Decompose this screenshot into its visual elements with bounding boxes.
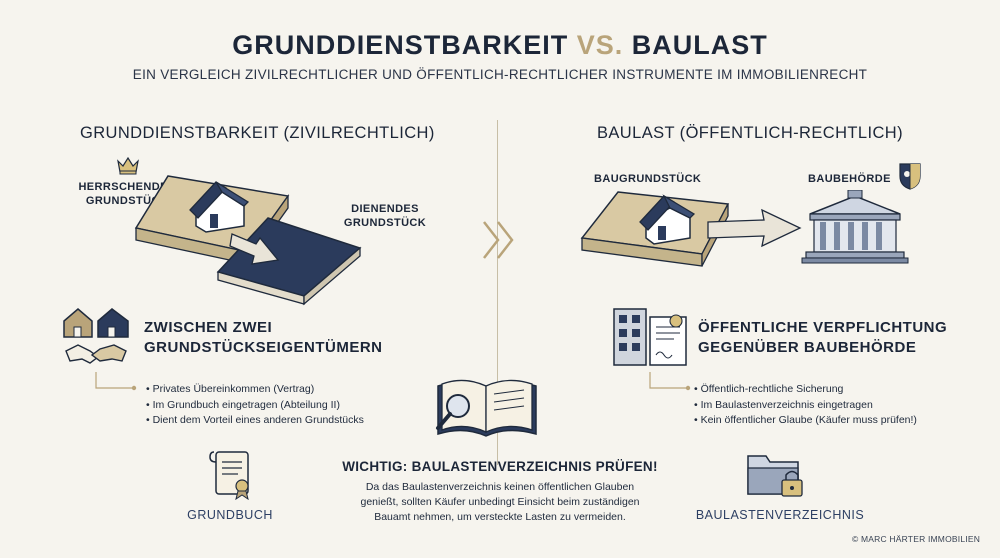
copyright: © MARC HÄRTER IMMOBILIEN xyxy=(852,534,981,544)
house-icon xyxy=(639,194,696,245)
caption-baulastenverzeichnis: BAULASTENVERZEICHNIS xyxy=(695,508,865,522)
baugrundstueck-illustration xyxy=(580,191,802,267)
center-divider xyxy=(497,120,498,465)
left-bullet-list: Privates Übereinkommen (Vertrag) Im Grun… xyxy=(146,382,364,429)
houses-handshake-icon xyxy=(63,308,129,364)
title-vs: VS. xyxy=(576,30,624,60)
right-heading: ÖFFENTLICHE VERPFLICHTUNG GEGENÜBER BAUB… xyxy=(698,319,948,356)
list-item: Kein öffentlicher Glaube (Käufer muss pr… xyxy=(694,413,917,429)
note-text: Da das Baulastenverzeichnis keinen öffen… xyxy=(360,481,640,523)
houses-icon xyxy=(63,308,129,338)
right-connector xyxy=(649,372,691,391)
left-section-title: GRUNDDIENSTBARKEIT (ZIVILRECHTLICH) xyxy=(80,124,435,142)
page-title: GRUNDDIENSTBARKEIT VS. BAULAST xyxy=(0,30,1000,61)
list-item: Dient dem Vorteil eines anderen Grundstü… xyxy=(146,413,364,429)
list-item: Im Grundbuch eingetragen (Abteilung II) xyxy=(146,398,364,414)
caption-grundbuch: GRUNDBUCH xyxy=(187,508,273,522)
arrow-icon xyxy=(229,233,280,265)
label-herrschendes-grundstueck: HERRSCHENDES GRUNDSTÜCK xyxy=(78,181,176,207)
right-section-title: BAULAST (ÖFFENTLICH-RECHTLICH) xyxy=(597,124,903,142)
note-title: WICHTIG: BAULASTENVERZEICHNIS PRÜFEN! xyxy=(342,459,658,474)
label-baugrundstueck: BAUGRUNDSTÜCK xyxy=(594,173,702,185)
label-baubehoerde: BAUBEHÖRDE xyxy=(808,173,891,185)
right-bullet-list: Öffentlich-rechtliche Sicherung Im Baula… xyxy=(694,382,917,429)
dienendes-plot xyxy=(216,217,362,306)
title-part-2: BAULAST xyxy=(631,30,768,60)
arrow-icon xyxy=(707,208,802,248)
list-item: Im Baulastenverzeichnis eingetragen xyxy=(694,398,917,414)
list-item: Privates Übereinkommen (Vertrag) xyxy=(146,382,364,398)
label-dienendes-grundstueck: DIENENDES GRUNDSTÜCK xyxy=(343,203,427,229)
left-heading: ZWISCHEN ZWEI GRUNDSTÜCKSEIGENTÜMERN xyxy=(144,319,383,356)
folder-lock-icon xyxy=(747,455,803,497)
handshake-icon xyxy=(65,344,127,364)
government-building-icon xyxy=(801,190,909,264)
house-icon xyxy=(189,181,250,233)
office-building-icon xyxy=(613,308,647,366)
crown-icon xyxy=(117,156,139,175)
double-chevron-icon xyxy=(483,221,514,259)
title-part-1: GRUNDDIENSTBARKEIT xyxy=(232,30,569,60)
plots-illustration xyxy=(134,175,362,306)
office-contract-icon xyxy=(613,308,687,366)
list-item: Öffentlich-rechtliche Sicherung xyxy=(694,382,917,398)
scroll-seal-icon xyxy=(209,451,249,500)
left-connector xyxy=(95,372,137,391)
coat-of-arms-icon xyxy=(899,163,921,190)
contract-icon xyxy=(649,314,687,366)
book-magnifier-icon xyxy=(436,379,537,437)
page-subtitle: EIN VERGLEICH ZIVILRECHTLICHER UND ÖFFEN… xyxy=(132,67,868,82)
